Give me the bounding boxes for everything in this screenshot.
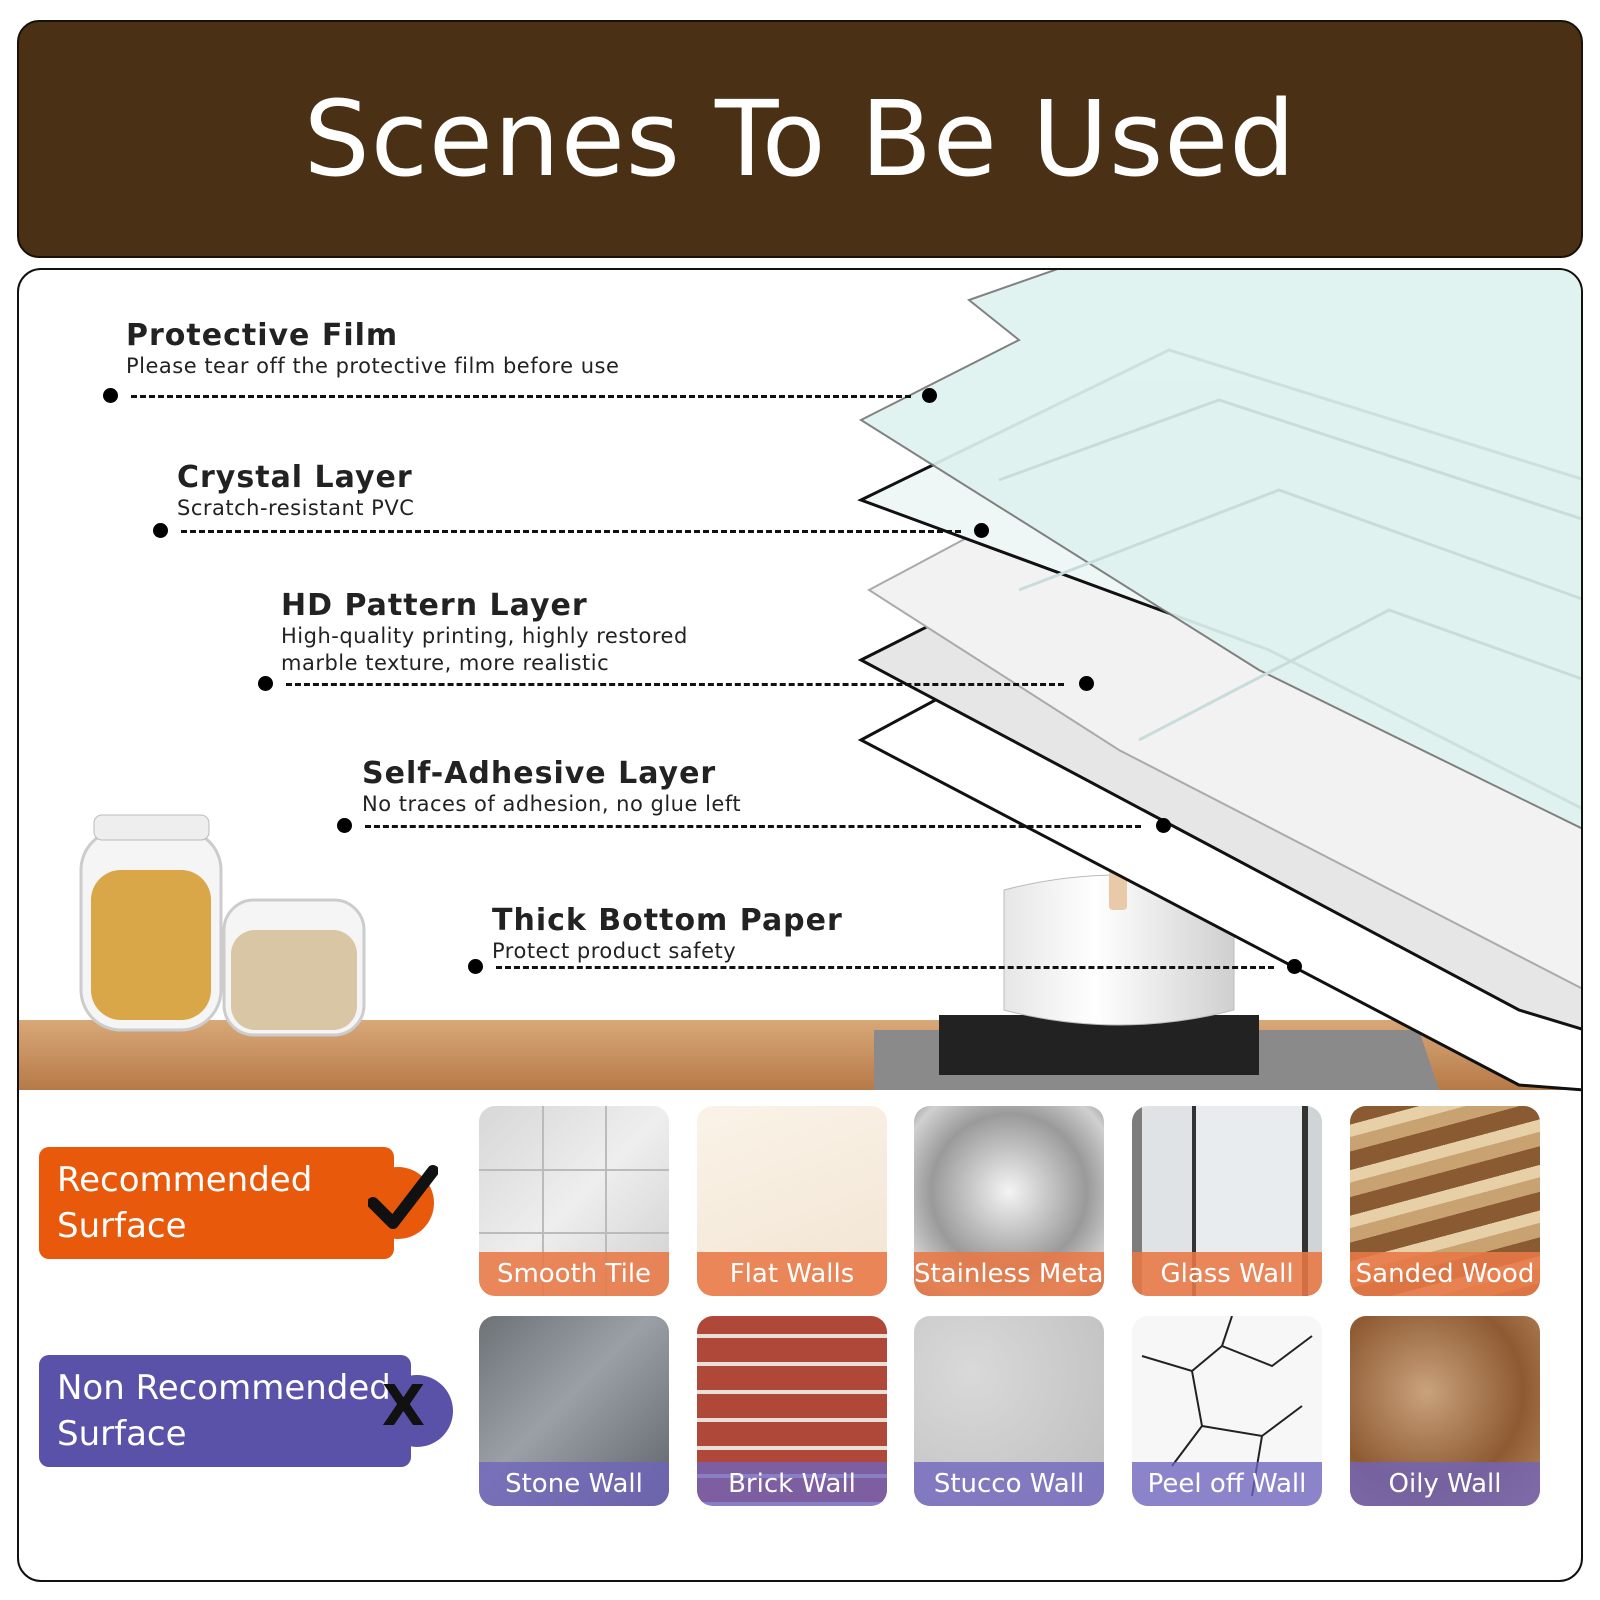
recommended-surface-tag: Recommended Surface [39, 1147, 438, 1259]
pot [1003, 874, 1235, 1026]
surface-tile: Peel off Wall [1132, 1316, 1322, 1506]
leader-dot-end [1287, 959, 1302, 974]
layer-protective-film-label: Protective Film Please tear off the prot… [126, 318, 620, 378]
leader-dot-start [103, 388, 118, 403]
surface-tile: Stone Wall [479, 1316, 669, 1506]
beans-jar [222, 898, 366, 1037]
surface-caption: Smooth Tile [479, 1252, 669, 1296]
check-icon [368, 1165, 438, 1229]
leader-dot-start [468, 959, 483, 974]
leader-dot-end [1079, 676, 1094, 691]
surface-tile: Glass Wall [1132, 1106, 1322, 1296]
surface-caption: Peel off Wall [1132, 1462, 1322, 1506]
surface-caption: Oily Wall [1350, 1462, 1540, 1506]
leader-dot-start [258, 676, 273, 691]
surface-tile: Oily Wall [1350, 1316, 1540, 1506]
page-title: Scenes To Be Used [303, 78, 1297, 200]
title-banner: Scenes To Be Used [17, 20, 1583, 258]
surface-tile: Stainless Metal [914, 1106, 1104, 1296]
leader-line [131, 395, 911, 398]
layer-crystal-label: Crystal Layer Scratch-resistant PVC [177, 460, 415, 520]
non-recommended-surface-tag: Non Recommended Surface X [39, 1355, 453, 1467]
surface-caption: Glass Wall [1132, 1252, 1322, 1296]
leader-dot-end [922, 388, 937, 403]
leader-line [286, 683, 1064, 686]
surface-tile: Brick Wall [697, 1316, 887, 1506]
pasta-jar [79, 814, 223, 1032]
leader-line [181, 530, 961, 533]
leader-dot-end [1156, 818, 1171, 833]
surface-caption: Brick Wall [697, 1462, 887, 1506]
leader-dot-start [337, 818, 352, 833]
surface-caption: Sanded Wood [1350, 1252, 1540, 1296]
surface-tile: Smooth Tile [479, 1106, 669, 1296]
layer-adhesive-label: Self-Adhesive Layer No traces of adhesio… [362, 756, 742, 816]
surface-tile: Sanded Wood [1350, 1106, 1540, 1296]
surface-caption: Stone Wall [479, 1462, 669, 1506]
leader-line [365, 825, 1141, 828]
surface-tile: Stucco Wall [914, 1316, 1104, 1506]
layers-panel: Protective Film Please tear off the prot… [17, 268, 1583, 1582]
kitchen-scene-illustration [19, 270, 1581, 1092]
leader-line [496, 966, 1274, 969]
layer-bottom-paper-label: Thick Bottom Paper Protect product safet… [492, 903, 843, 963]
leader-dot-start [153, 523, 168, 538]
layer-protective-film [858, 270, 1581, 830]
leader-dot-end [974, 523, 989, 538]
surface-tile: Flat Walls [697, 1106, 887, 1296]
surface-caption: Stainless Metal [914, 1252, 1104, 1296]
layer-pattern-label: HD Pattern Layer High-quality printing, … [281, 588, 688, 675]
x-icon: X [381, 1374, 425, 1439]
surface-caption: Flat Walls [697, 1252, 887, 1296]
surface-caption: Stucco Wall [914, 1462, 1104, 1506]
